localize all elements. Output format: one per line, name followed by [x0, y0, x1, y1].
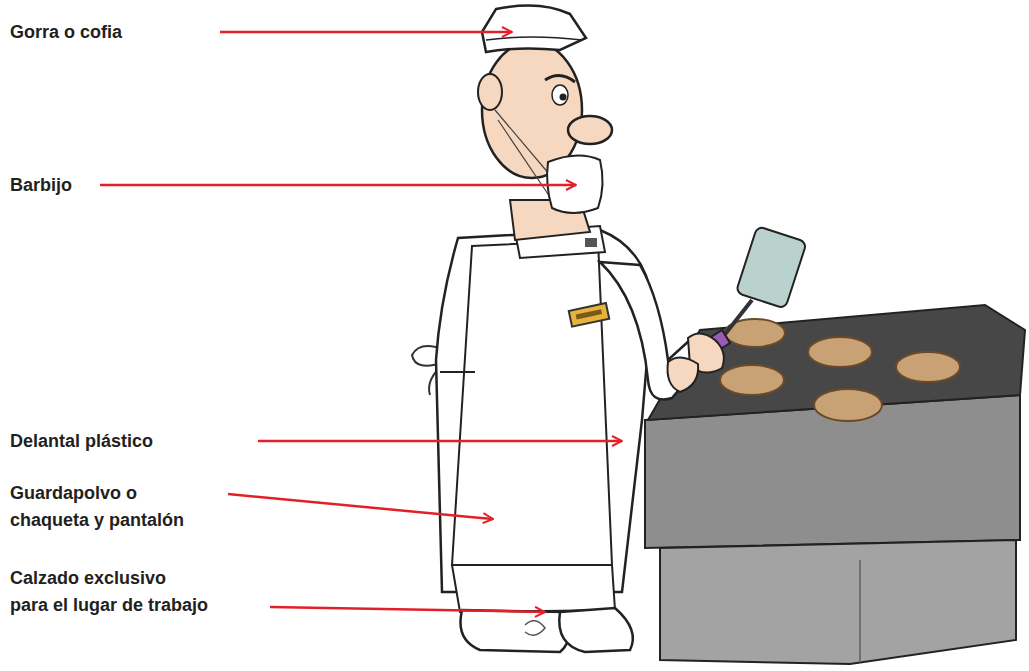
eye — [552, 85, 568, 105]
grill-top — [648, 305, 1025, 420]
patty — [720, 365, 784, 395]
badge — [569, 303, 609, 327]
apron — [452, 240, 612, 565]
ear — [478, 74, 502, 110]
cap-band — [486, 37, 582, 40]
nose — [568, 116, 612, 144]
name-badge — [569, 303, 609, 327]
spatula-shaft — [722, 300, 752, 338]
sleeve — [600, 262, 700, 400]
leader-arrow — [220, 31, 512, 34]
part-label: Guardapolvo o chaqueta y pantalón — [10, 480, 205, 534]
pupil — [560, 94, 567, 101]
spatula-blade — [736, 226, 807, 309]
patty — [808, 337, 872, 367]
apron-string — [440, 371, 475, 373]
shoe — [460, 610, 569, 652]
pants — [452, 565, 615, 612]
shoe — [559, 608, 633, 652]
shoe-lace — [525, 621, 545, 636]
grill-edge — [859, 560, 861, 662]
leader-arrow — [228, 494, 493, 519]
patties — [720, 319, 960, 421]
patty — [814, 389, 882, 421]
leader-arrow — [270, 607, 545, 612]
leader-arrow — [258, 440, 622, 443]
part-label: Calzado exclusivo para el lugar de traba… — [10, 565, 209, 619]
hand — [668, 357, 699, 392]
pocket-mark — [585, 238, 597, 247]
part-label: Gorra o cofia — [10, 19, 210, 46]
mask-strings — [495, 110, 552, 200]
spatula — [736, 226, 807, 309]
part-label: Barbijo — [10, 172, 95, 199]
badge-text-bar — [576, 309, 602, 319]
leader-arrow — [100, 184, 576, 187]
part-label: Delantal plástico — [10, 428, 250, 455]
cap — [482, 5, 586, 52]
patty — [896, 352, 960, 382]
grill-base — [660, 540, 1016, 664]
eyebrow — [545, 75, 575, 82]
